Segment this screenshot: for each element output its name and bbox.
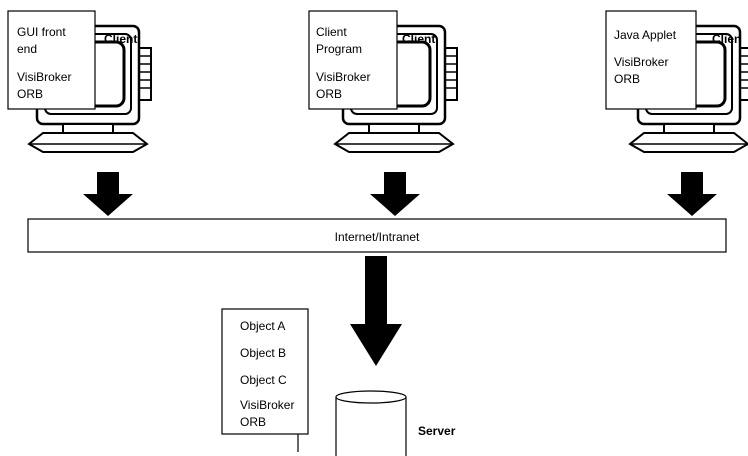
client-3: Java Applet VisiBroker ORB Clien: [605, 10, 748, 154]
client-2-label: Client: [402, 32, 435, 46]
client-3-card-line: Java Applet: [614, 28, 677, 42]
client-1-card-line: end: [17, 42, 37, 56]
client-1-card-line: GUI front: [17, 25, 66, 39]
server-orb-line: VisiBroker: [240, 398, 294, 412]
network-bar-box: [27, 218, 727, 253]
client-2: Client Program VisiBroker ORB Client: [308, 10, 459, 154]
client-2-card-line: Program: [316, 42, 362, 56]
server-orb-line: ORB: [240, 415, 266, 429]
client-3-card: [605, 10, 697, 110]
client-2-card-line: Client: [316, 25, 347, 39]
server-card: [221, 308, 309, 435]
client-3-card-line: ORB: [614, 72, 640, 86]
client-3-card-line: VisiBroker: [614, 55, 668, 69]
down-arrow-icon: [350, 256, 402, 366]
client-2-card-line: ORB: [316, 87, 342, 101]
client-1-card: [7, 10, 96, 110]
down-arrow-icon: [370, 172, 420, 216]
server-object: Object C: [240, 373, 287, 387]
client-3-label: Clien: [712, 32, 741, 46]
server-label: Server: [418, 424, 456, 438]
down-arrow-icon: [667, 172, 717, 216]
client-1-label: Client: [104, 32, 137, 46]
client-1-card-line: ORB: [17, 87, 43, 101]
client-2-card-line: VisiBroker: [316, 70, 370, 84]
server-object: Object B: [240, 346, 286, 360]
server: Object A Object B Object C VisiBroker OR…: [221, 308, 456, 456]
database-cylinder-icon: [335, 390, 407, 456]
client-1-card-line: VisiBroker: [17, 70, 71, 84]
network-label: Internet/Intranet: [335, 230, 420, 244]
client-2-card: [308, 10, 398, 110]
server-object: Object A: [240, 319, 285, 333]
client-1: GUI front end VisiBroker ORB Client: [7, 10, 153, 154]
network-bar: Internet/Intranet: [27, 218, 727, 253]
down-arrow-icon: [83, 172, 133, 216]
